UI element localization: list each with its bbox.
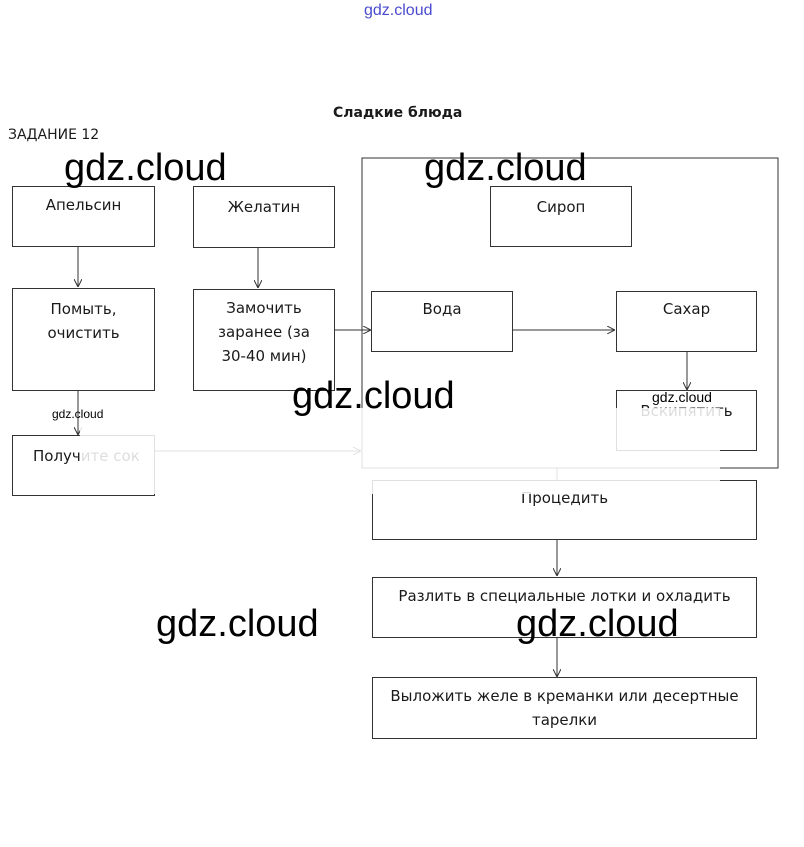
watermark-2: gdz.cloud [424, 147, 587, 189]
box-soak-line1: Замочить [226, 299, 302, 317]
box-orange: Апельсин [12, 186, 155, 247]
box-serve: Выложить желе в креманки или десертные т… [372, 677, 757, 739]
box-wash-line1: Помыть, [50, 300, 117, 318]
box-serve-line2: тарелки [531, 711, 598, 729]
watermark-1: gdz.cloud [64, 147, 227, 189]
box-soak-line2: заранее (за [218, 323, 310, 341]
box-syrup-label: Сироп [536, 198, 586, 216]
box-serve-line1: Выложить желе в креманки или десертные [390, 687, 739, 705]
box-water-label: Вода [422, 300, 462, 318]
watermark-fade-band [80, 408, 720, 494]
watermark-small-2: gdz.cloud [652, 389, 712, 405]
watermark-4: gdz.cloud [156, 603, 319, 645]
task-label: ЗАДАНИЕ 12 [8, 127, 100, 143]
box-pour: Разлить в специальные лотки и охладить [372, 577, 757, 638]
watermark-3: gdz.cloud [292, 375, 455, 417]
box-soak-line3: 30-40 мин) [221, 347, 307, 365]
box-soak: Замочить заранее (за 30-40 мин) [193, 289, 335, 391]
box-pour-label: Разлить в специальные лотки и охладить [398, 587, 731, 605]
box-wash: Помыть, очистить [12, 288, 155, 391]
box-water: Вода [371, 291, 513, 352]
box-orange-label: Апельсин [45, 196, 122, 214]
box-gelatin-label: Желатин [227, 198, 301, 216]
box-sugar: Сахар [616, 291, 757, 352]
box-gelatin: Желатин [193, 186, 335, 248]
box-sugar-label: Сахар [662, 300, 711, 318]
watermark-5: gdz.cloud [516, 603, 679, 645]
box-syrup: Сироп [490, 186, 632, 247]
page-title: Сладкие блюда [333, 105, 463, 121]
watermark-small-1: gdz.cloud [52, 407, 104, 421]
box-wash-line2: очистить [47, 324, 120, 342]
watermark-top: gdz.cloud [364, 2, 433, 19]
